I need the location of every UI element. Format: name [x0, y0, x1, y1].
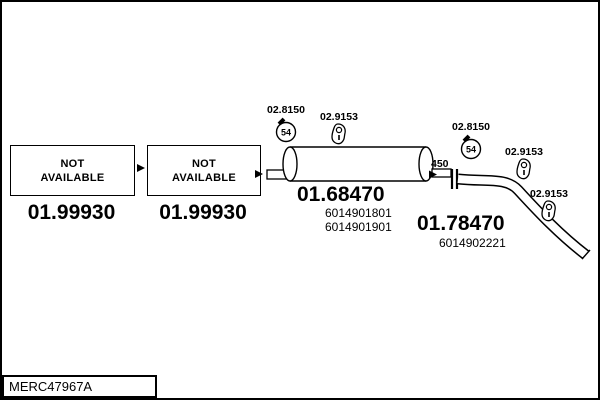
not-available-label: NOT: [191, 157, 217, 170]
part-number-tailpipe: 01.78470: [417, 212, 505, 235]
not-available-label: NOT: [60, 157, 85, 170]
hanger-icon: [331, 123, 346, 145]
not-available-box-2: NOT AVAILABLE: [147, 145, 261, 196]
not-available-label: AVAILABLE: [40, 171, 105, 184]
muffler-illustration: 450: [255, 146, 452, 182]
clamp-part-number: 02.8150: [267, 104, 305, 116]
not-available-box-1: NOT AVAILABLE: [10, 145, 135, 196]
oem-number: 6014902221: [439, 236, 506, 250]
hanger-icon: [541, 200, 556, 222]
flow-arrow-icon: [137, 164, 145, 172]
clamp-item: 02.9153: [320, 111, 358, 145]
clamp-item: 02.9153: [505, 146, 543, 180]
clamp-part-number: 02.9153: [530, 188, 568, 200]
clamp-part-number: 02.9153: [505, 146, 543, 158]
clamp-icon: 54: [460, 134, 482, 160]
not-available-label: AVAILABLE: [171, 171, 236, 184]
flow-arrow-icon: [255, 170, 263, 178]
part-number-front-pipe: 01.99930: [27, 201, 116, 224]
part-number-center-pipe: 01.99930: [159, 201, 247, 224]
flow-arrow-icon: [429, 170, 437, 179]
tailpipe-illustration: [450, 169, 591, 260]
clamp-item: 02.9153: [530, 188, 568, 222]
part-number-muffler: 01.68470: [297, 183, 385, 206]
oem-number: 6014901901: [325, 220, 392, 234]
muffler-length-label: 450: [431, 158, 449, 170]
drawing-reference-box: MERC47967A: [2, 375, 157, 398]
hanger-icon: [516, 158, 531, 180]
oem-number: 6014901801: [325, 206, 392, 220]
clamp-badge: 54: [281, 128, 291, 138]
clamp-icon: 54: [275, 117, 297, 143]
clamp-item: 02.8150 54: [452, 121, 490, 160]
clamp-item: 02.8150 54: [267, 104, 305, 143]
clamp-badge: 54: [466, 145, 476, 155]
clamp-part-number: 02.8150: [452, 121, 490, 133]
clamp-part-number: 02.9153: [320, 111, 358, 123]
drawing-reference: MERC47967A: [9, 379, 93, 394]
